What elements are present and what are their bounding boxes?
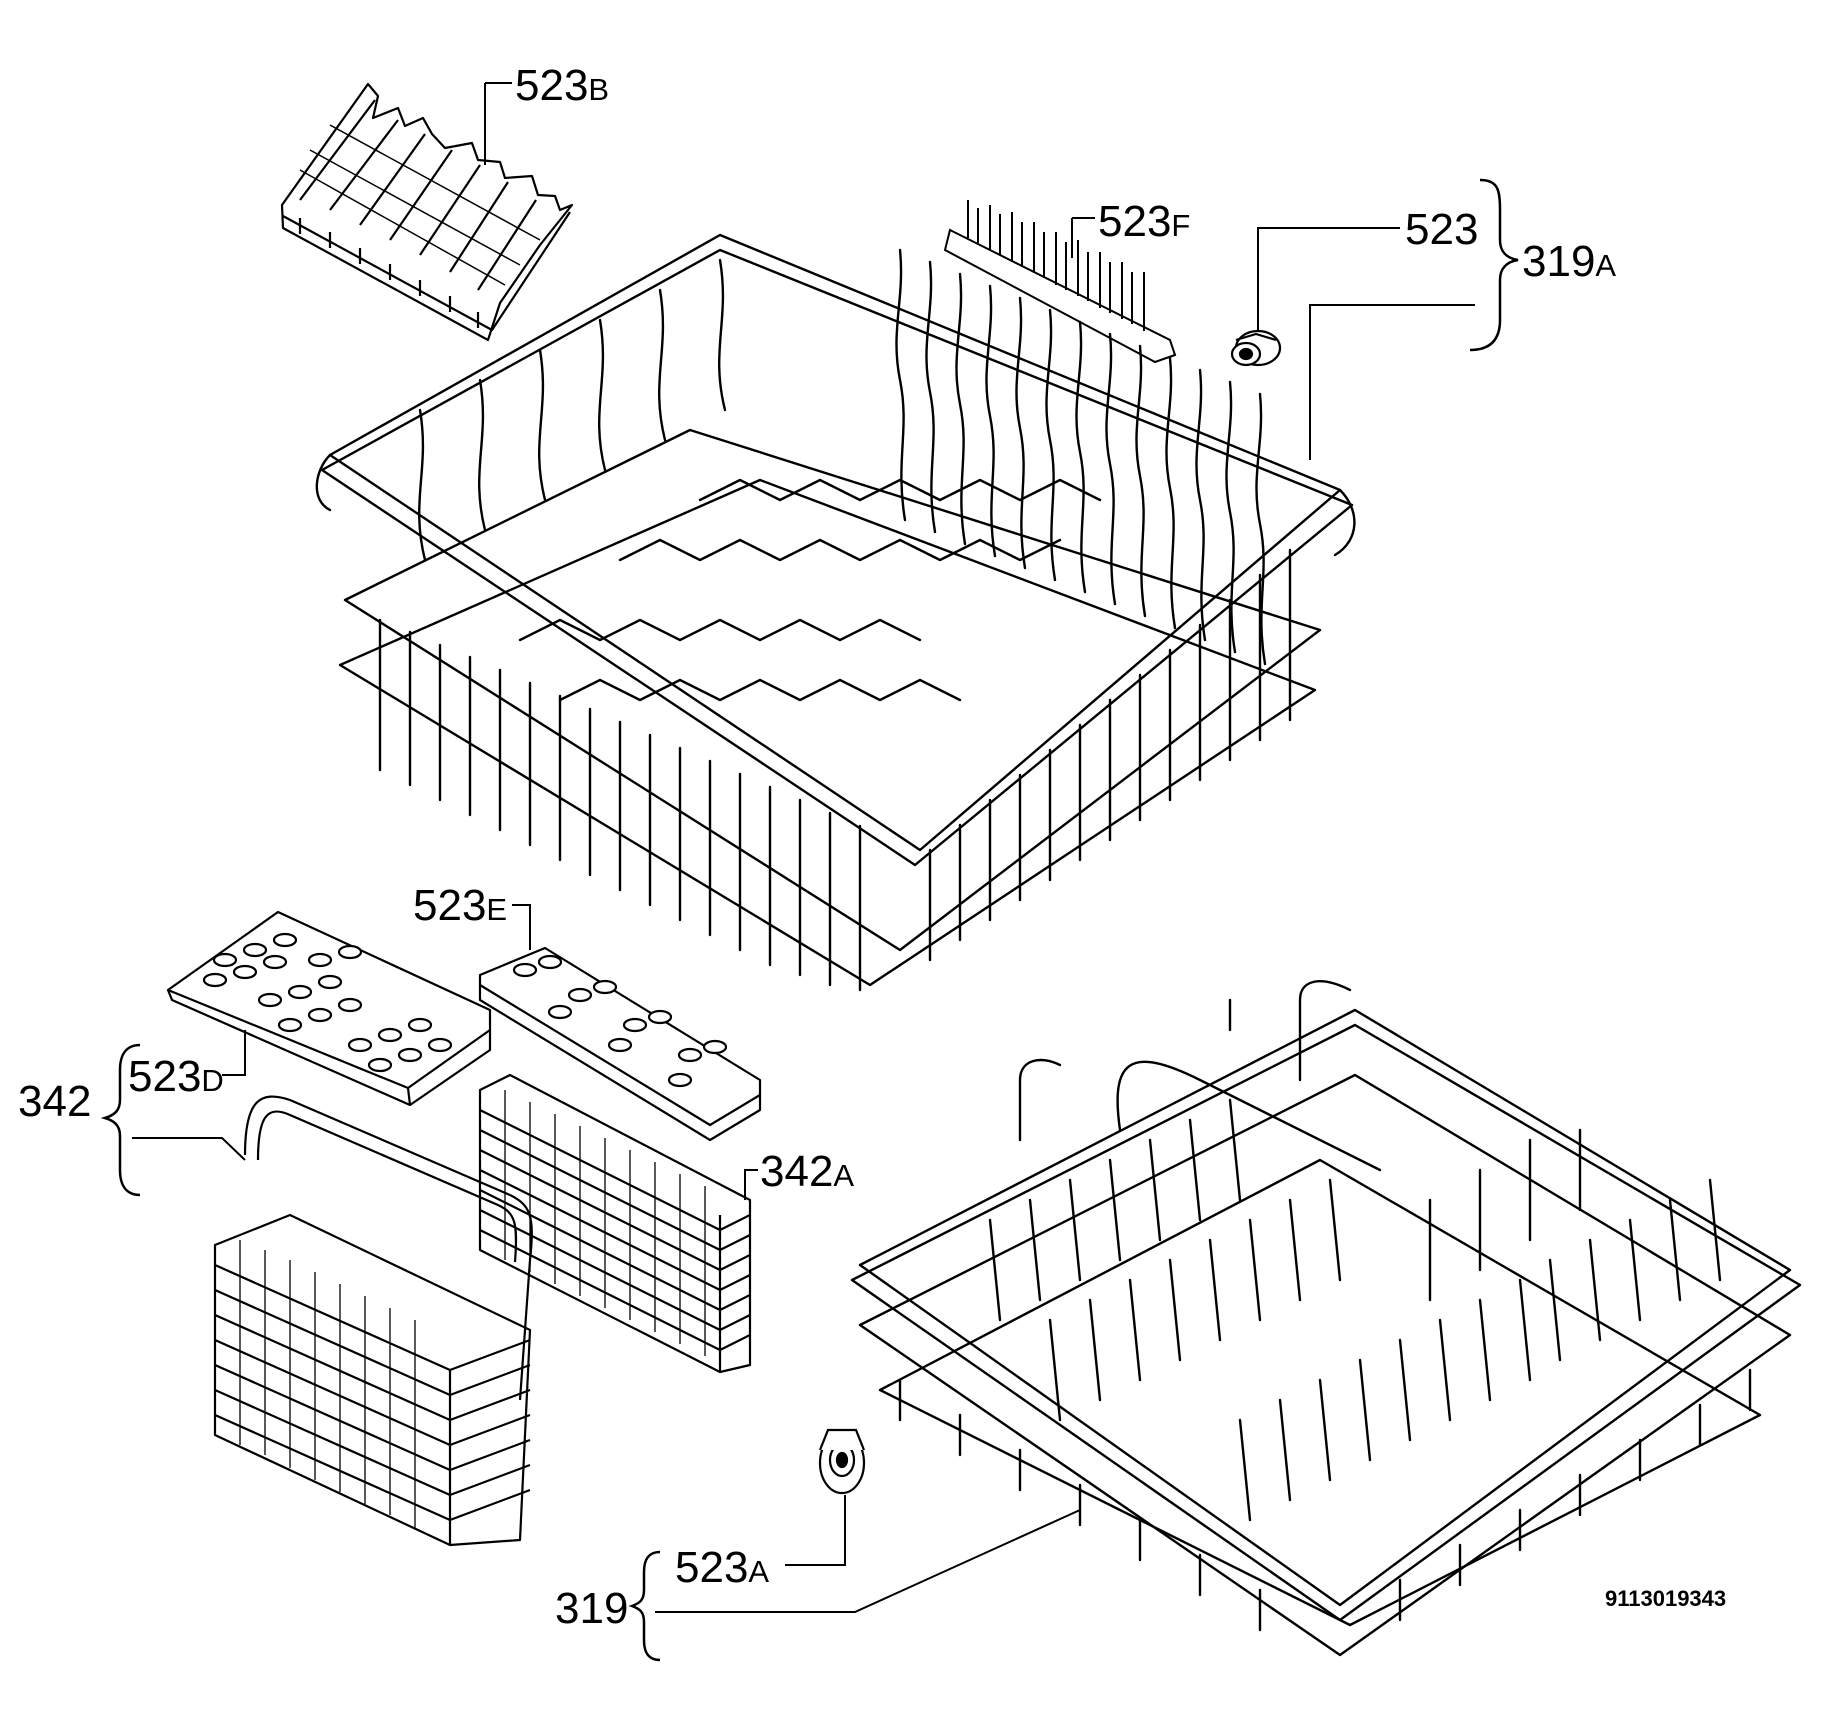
callout-523f: 523F <box>1098 200 1190 244</box>
part-319a-upper-basket <box>317 235 1355 990</box>
callout-523e-suffix: E <box>486 892 508 927</box>
callout-342a-number: 342 <box>760 1147 834 1196</box>
callout-523a: 523A <box>675 1546 769 1590</box>
drawing-number: 9113019343 <box>1605 1586 1727 1611</box>
callout-523b-number: 523 <box>515 61 589 110</box>
callout-523b-suffix: B <box>588 72 610 107</box>
part-319-lower-basket <box>852 981 1800 1655</box>
callout-523f-suffix: F <box>1171 208 1191 243</box>
callout-523d-suffix: D <box>201 1063 224 1098</box>
callout-319a-suffix: A <box>1595 248 1617 283</box>
callout-523d-number: 523 <box>128 1052 202 1101</box>
callout-523f-number: 523 <box>1098 197 1172 246</box>
callout-523b: 523B <box>515 64 609 108</box>
callout-319a-number: 319 <box>1522 237 1596 286</box>
part-523f-comb-rack <box>945 200 1175 362</box>
part-342-cutlery-basket <box>215 1097 532 1545</box>
callout-319-number: 319 <box>555 1584 629 1633</box>
callout-319a: 319A <box>1522 240 1616 284</box>
callout-523e: 523E <box>413 884 507 928</box>
leader-lines <box>105 83 1518 1660</box>
callout-523: 523 <box>1405 208 1478 252</box>
part-523b-cutlery-rack <box>282 84 572 340</box>
callout-523a-number: 523 <box>675 1543 749 1592</box>
callout-523a-suffix: A <box>748 1554 770 1589</box>
callout-342: 342 <box>18 1080 91 1124</box>
part-523e-lid <box>480 948 760 1140</box>
callout-523e-number: 523 <box>413 881 487 930</box>
callout-342a-suffix: A <box>833 1158 855 1193</box>
part-523a-wheel <box>820 1430 864 1493</box>
callout-342a: 342A <box>760 1150 854 1194</box>
callout-523-number: 523 <box>1405 205 1479 254</box>
part-523-wheel <box>1232 331 1280 365</box>
callout-342-number: 342 <box>18 1077 92 1126</box>
callout-319: 319 <box>555 1587 628 1631</box>
callout-523d: 523D <box>128 1055 224 1099</box>
part-342a-cutlery-basket <box>480 1075 750 1372</box>
part-523d-lid <box>168 912 490 1105</box>
